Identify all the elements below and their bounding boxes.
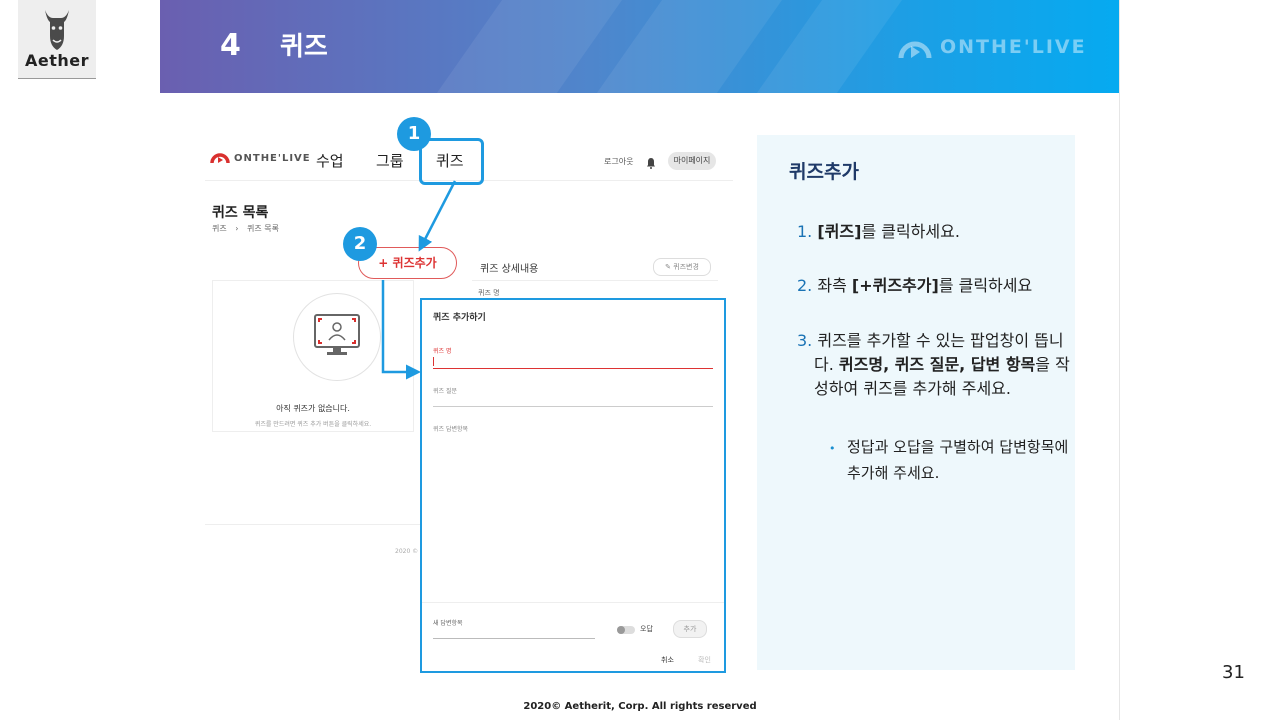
nav-groups[interactable]: 그룹 [376, 152, 404, 170]
detail-title: 퀴즈 상세내용 [480, 264, 539, 275]
section-number: 4 [220, 28, 241, 63]
detail-field-label: 퀴즈 명 [478, 289, 500, 297]
page-divider [1119, 0, 1120, 720]
step-text: 를 클릭하세요 [938, 276, 1033, 295]
quiz-list-card: 아직 퀴즈가 없습니다. 퀴즈를 만드려면 퀴즈 추가 버튼을 클릭하세요. [212, 280, 414, 432]
mypage-button[interactable]: 마이페이지 [668, 152, 716, 170]
monitor-icon [314, 314, 360, 355]
step-text-bold: [+퀴즈추가] [851, 276, 939, 295]
popup-title: 퀴즈 추가하기 [433, 313, 486, 323]
step-1: 1. [퀴즈]를 클릭하세요. [797, 220, 1047, 244]
list-title: 퀴즈 목록 [212, 205, 269, 221]
arrow-to-add-button [418, 180, 457, 252]
app-logo[interactable]: ONTHE'LIVE [210, 152, 311, 164]
bullet-icon: • [829, 442, 836, 455]
onthelive-logo-icon [210, 153, 230, 164]
edit-quiz-button[interactable]: ✎ 퀴즈변경 [653, 258, 711, 276]
cancel-button[interactable]: 취소 [661, 656, 674, 664]
panel-title: 퀴즈추가 [789, 161, 859, 183]
step-2: 2. 좌측 [+퀴즈추가]를 클릭하세요 [797, 274, 1057, 298]
quiz-question-input[interactable] [433, 396, 713, 407]
copyright-footer: 2020© Aetherit, Corp. All rights reserve… [523, 701, 757, 712]
quiz-answers-label: 퀴즈 답변항목 [433, 426, 469, 433]
step-text-bold: 퀴즈명, 퀴즈 질문, 답변 항목 [838, 355, 1036, 374]
wrong-answer-label: 오답 [640, 625, 653, 633]
onthelive-logo-icon [898, 41, 932, 59]
quiz-question-label: 퀴즈 질문 [433, 388, 457, 395]
company-logo: Aether [18, 0, 96, 79]
app-screenshot: ONTHE'LIVE 수업 그룹 퀴즈 로그아웃 마이페이지 퀴즈 목록 퀴즈 … [200, 130, 740, 590]
step-marker-1: 1 [397, 117, 431, 151]
add-answer-button[interactable]: 추가 [673, 620, 707, 638]
empty-title: 아직 퀴즈가 없습니다. [276, 404, 350, 413]
step-text: 을 작성하여 퀴즈를 추가해 주세요. [814, 355, 1070, 398]
breadcrumb-item[interactable]: 퀴즈 [212, 224, 227, 233]
nav-separator [205, 180, 733, 181]
new-answer-input[interactable] [433, 628, 595, 639]
bell-icon[interactable] [646, 154, 656, 173]
header-brand-text: ONTHE'LIVE [940, 36, 1087, 58]
step-3: 3. 퀴즈를 추가할 수 있는 팝업창이 뜹니다. 퀴즈명, 퀴즈 질문, 답변… [797, 329, 1070, 401]
add-quiz-button[interactable]: + 퀴즈추가 [358, 247, 457, 279]
step-number: 2. [797, 276, 813, 295]
new-answer-label: 새 답변항목 [433, 620, 463, 627]
bull-logo-icon [45, 10, 69, 50]
breadcrumb: 퀴즈 › 퀴즈 목록 [212, 223, 279, 234]
section-title: 퀴즈 [280, 32, 328, 62]
step-marker-2: 2 [343, 227, 377, 261]
step-text-bold: [퀴즈] [817, 222, 862, 241]
instruction-panel: 퀴즈추가 1. [퀴즈]를 클릭하세요. 2. 좌측 [+퀴즈추가]를 클릭하세… [757, 135, 1075, 670]
header-brand-logo: ONTHE'LIVE [898, 32, 1087, 62]
step-number: 1. [797, 222, 813, 241]
logo-text: Aether [24, 51, 89, 70]
breadcrumb-separator: › [235, 224, 239, 233]
empty-subtitle: 퀴즈를 만드려면 퀴즈 추가 버튼을 클릭하세요. [254, 421, 372, 428]
header-banner: 4 퀴즈 ONTHE'LIVE [160, 0, 1119, 93]
text-cursor [433, 357, 434, 366]
page-number: 31 [1222, 662, 1245, 683]
quiz-name-label: 퀴즈 명 [433, 348, 452, 355]
quiz-nav-highlight [419, 138, 484, 185]
step-text: 를 클릭하세요. [861, 222, 960, 241]
empty-illustration [293, 293, 381, 381]
app-footer: 2020 © [395, 548, 419, 555]
content-separator [205, 524, 425, 525]
toggle-knob [617, 626, 625, 634]
quiz-answers-area[interactable] [433, 434, 713, 600]
breadcrumb-item[interactable]: 퀴즈 목록 [247, 224, 280, 233]
app-logo-text: ONTHE'LIVE [234, 152, 311, 164]
sub-bullet-text: 정답과 오답을 구별하여 답변항목에 추가해 주세요. [847, 438, 1069, 482]
nav-classes[interactable]: 수업 [316, 152, 344, 170]
detail-separator [472, 280, 718, 281]
arrow-to-popup [381, 280, 421, 380]
step-number: 3. [797, 331, 813, 350]
step-text: 퀴즈를 추가할 수 있는 팝업창이 뜹니다. [814, 331, 1064, 374]
sub-bullet: • 정답과 오답을 구별하여 답변항목에 추가해 주세요. [829, 435, 1072, 485]
add-quiz-popup: 퀴즈 추가하기 퀴즈 명 퀴즈 질문 퀴즈 답변항목 새 답변항목 오답 추가 … [420, 298, 726, 673]
confirm-button[interactable]: 확인 [698, 656, 711, 664]
nav-quiz[interactable]: 퀴즈 [436, 152, 464, 170]
quiz-name-input[interactable] [433, 356, 713, 369]
step-text: 좌측 [817, 276, 852, 295]
edit-quiz-label: 퀴즈변경 [673, 263, 699, 271]
logout-link[interactable]: 로그아웃 [604, 157, 634, 166]
wrong-answer-toggle[interactable] [617, 626, 635, 634]
popup-separator [422, 602, 724, 603]
